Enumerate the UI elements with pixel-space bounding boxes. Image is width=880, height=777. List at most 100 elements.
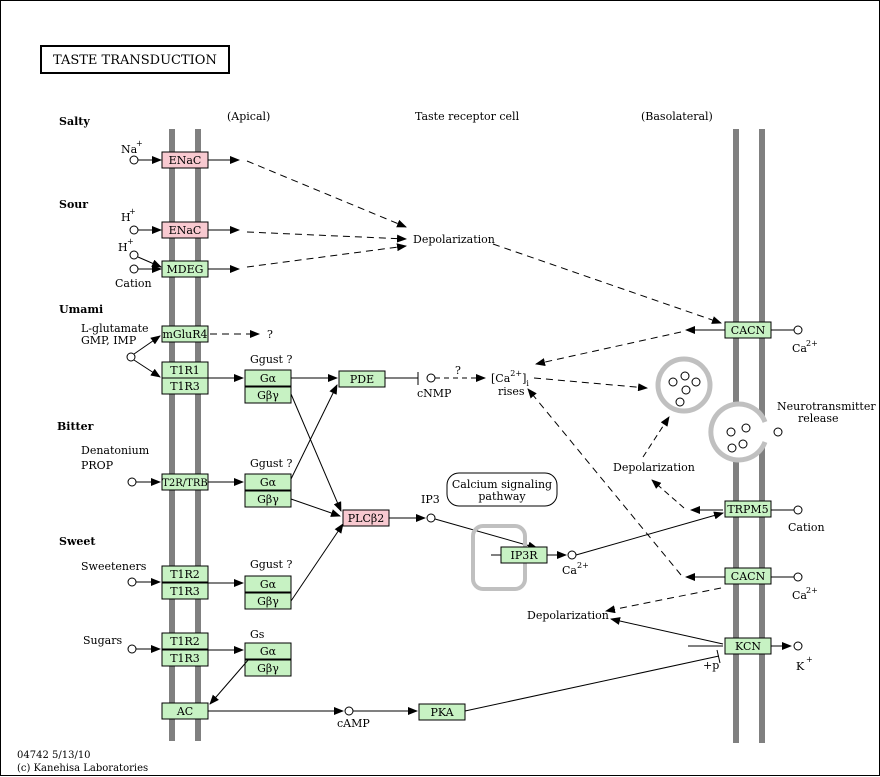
vesicle-2 [708, 401, 783, 463]
svg-text:T1R2: T1R2 [170, 635, 200, 648]
svg-text:PLCβ2: PLCβ2 [348, 512, 384, 525]
cnmp-compound[interactable] [426, 373, 436, 383]
gene-galpha-4[interactable]: Gα [244, 642, 292, 660]
unknown-2: ? [455, 364, 461, 377]
svg-text:KCN: KCN [735, 640, 761, 653]
gene-galpha-2[interactable]: Gα [244, 473, 292, 491]
svg-text:CACN: CACN [731, 570, 766, 583]
vesicle-1 [655, 356, 713, 414]
cation-compound-left[interactable] [129, 264, 139, 274]
gene-cacn-upper[interactable]: CACN [724, 321, 772, 339]
gene-cacn-lower[interactable]: CACN [724, 567, 772, 585]
svg-text:T1R2: T1R2 [170, 568, 200, 581]
k-charge: + [806, 655, 813, 664]
camp-compound[interactable] [344, 706, 354, 716]
gene-gbetagamma-1[interactable]: Gβγ [244, 386, 292, 404]
gene-gbetagamma-4[interactable]: Gβγ [244, 659, 292, 677]
svg-text:Gα: Gα [260, 645, 277, 658]
svg-text:T2R/TRB: T2R/TRB [162, 478, 207, 489]
svg-text:Gα: Gα [260, 578, 277, 591]
gene-ac[interactable]: AC [161, 702, 209, 720]
gene-t1r3-umami[interactable]: T1R3 [161, 377, 209, 395]
depolarization-label-1: Depolarization [413, 233, 495, 246]
sugars-compound[interactable] [127, 644, 137, 654]
ip3-compound[interactable] [426, 513, 436, 523]
ca-label-right-1: Ca [792, 342, 807, 355]
gene-galpha-1[interactable]: Gα [244, 369, 292, 387]
gene-enac-sour[interactable]: ENaC [161, 221, 209, 239]
footer-code: 04742 5/13/10 [17, 750, 91, 761]
na-compound[interactable] [129, 155, 139, 165]
section-sour: Sour [59, 198, 88, 211]
apical-label: (Apical) [227, 110, 270, 123]
ca-compound-right-2[interactable] [793, 572, 803, 582]
gene-galpha-3[interactable]: Gα [244, 575, 292, 593]
gene-pde[interactable]: PDE [338, 370, 386, 388]
cnmp-label: cNMP [417, 387, 452, 400]
gene-t1r2-sweeteners[interactable]: T1R2 [161, 565, 209, 583]
gene-t1r3-sugars[interactable]: T1R3 [161, 649, 209, 667]
ca-compound-left[interactable] [567, 550, 577, 560]
gene-mdeg[interactable]: MDEG [161, 260, 209, 278]
h-label-2: H [118, 241, 128, 254]
gene-t1r1[interactable]: T1R1 [161, 361, 209, 379]
neurotransmitter-label-1: Neurotransmitter [777, 400, 876, 413]
gene-t1r3-sweeteners[interactable]: T1R3 [161, 582, 209, 600]
calcium-pathway-link[interactable]: Calcium signaling pathway [446, 472, 558, 507]
gene-pka[interactable]: PKA [418, 703, 466, 721]
sweeteners-label: Sweeteners [81, 560, 147, 573]
ca-compound-right-1[interactable] [793, 325, 803, 335]
ca-charge-left: 2+ [577, 561, 589, 570]
gene-t1r2-sugars[interactable]: T1R2 [161, 632, 209, 650]
svg-text:mGluR4: mGluR4 [162, 328, 207, 341]
page-title: TASTE TRANSDUCTION [53, 53, 217, 68]
svg-text:CACN: CACN [731, 324, 766, 337]
lglutamate-label: L-glutamate [81, 322, 149, 335]
depolarization-label-2: Depolarization [613, 461, 695, 474]
depolarization-label-3: Depolarization [527, 609, 609, 622]
gene-mglur4[interactable]: mGluR4 [161, 325, 209, 343]
cation-compound-right[interactable] [793, 505, 803, 515]
h-compound-2[interactable] [129, 250, 139, 260]
ca-label-left: Ca [562, 564, 577, 577]
na-charge: + [136, 139, 143, 148]
footer-copyright: (c) Kanehisa Laboratories [17, 763, 148, 774]
svg-text:ENaC: ENaC [169, 224, 202, 237]
ggust-label-1: Ggust ? [250, 353, 292, 366]
h-charge-2: + [127, 237, 134, 246]
h-label-1: H [121, 211, 131, 224]
section-umami: Umami [59, 303, 103, 316]
svg-text:ENaC: ENaC [169, 154, 202, 167]
svg-text:T1R3: T1R3 [170, 652, 200, 665]
h-charge-1: + [129, 207, 136, 216]
ca-i-label: [Ca2+]i [491, 369, 529, 388]
sugars-label: Sugars [83, 634, 122, 647]
svg-text:AC: AC [176, 705, 193, 718]
sweeteners-compound[interactable] [127, 577, 137, 587]
cation-label-left: Cation [115, 277, 152, 290]
svg-text:Gα: Gα [260, 372, 277, 385]
gene-gbetagamma-3[interactable]: Gβγ [244, 592, 292, 610]
section-sweet: Sweet [59, 535, 96, 548]
gene-t2r-trb[interactable]: T2R/TRB [161, 473, 209, 491]
k-compound[interactable] [793, 641, 803, 651]
gene-ip3r[interactable]: IP3R [500, 546, 548, 564]
gene-enac-salty[interactable]: ENaC [161, 151, 209, 169]
phosphorylation-label: +p [703, 659, 719, 672]
umami-compound[interactable] [126, 352, 136, 362]
gene-kcn[interactable]: KCN [724, 637, 772, 655]
bitter-compound[interactable] [127, 477, 137, 487]
gmp-label: GMP, IMP [81, 334, 137, 347]
gene-gbetagamma-2[interactable]: Gβγ [244, 490, 292, 508]
denatonium-label: Denatonium [81, 444, 150, 457]
camp-label: cAMP [337, 717, 370, 730]
ip3-label: IP3 [421, 493, 440, 506]
svg-text:PKA: PKA [430, 706, 454, 719]
cation-label-right: Cation [788, 521, 825, 534]
gene-plcb2[interactable]: PLCβ2 [342, 509, 390, 527]
svg-text:Gβγ: Gβγ [257, 493, 279, 506]
gene-trpm5[interactable]: TRPM5 [724, 500, 772, 518]
h-compound-1[interactable] [129, 225, 139, 235]
svg-text:TRPM5: TRPM5 [727, 503, 768, 516]
